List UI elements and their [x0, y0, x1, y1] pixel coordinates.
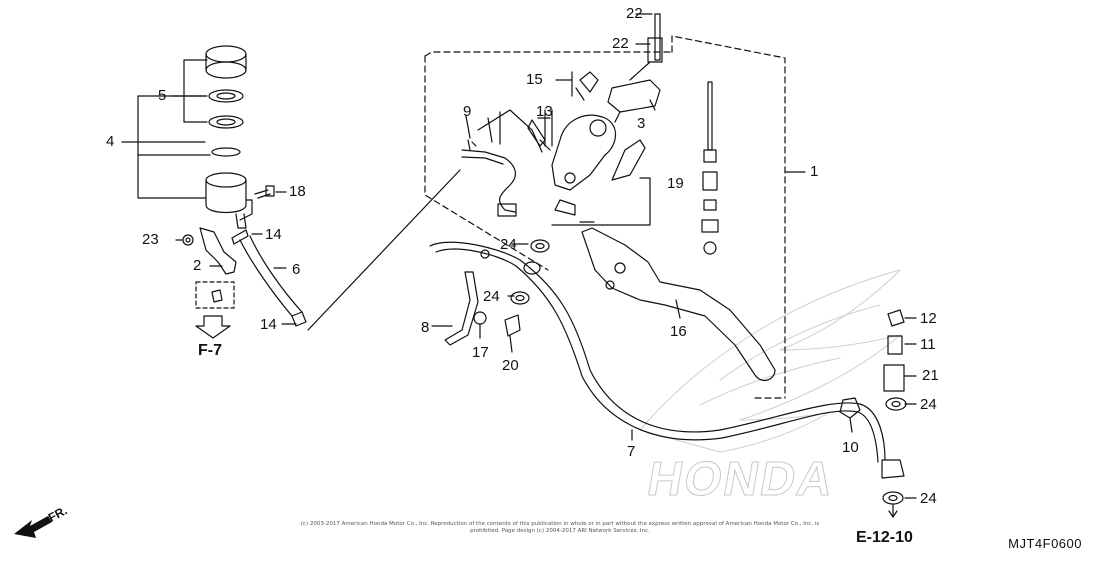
bracket-4	[137, 95, 206, 199]
ref-f7: F-7	[198, 342, 222, 359]
callout-24-middle: 24	[483, 288, 500, 305]
front-direction-arrow	[14, 516, 52, 538]
callout-11: 11	[920, 336, 936, 353]
callout-4: 4	[106, 133, 115, 150]
bolt-18	[254, 189, 271, 199]
callout-23: 23	[142, 231, 159, 248]
callout-1: 1	[810, 163, 819, 180]
callout-22-lower: 22	[612, 35, 629, 52]
callout-8: 8	[421, 319, 430, 336]
callout-22-top: 22	[626, 5, 643, 22]
callout-21: 21	[922, 367, 939, 384]
callout-17: 17	[472, 344, 489, 361]
bleeder-parts	[881, 309, 907, 518]
callout-13: 13	[536, 103, 553, 120]
callout-24-right: 24	[920, 396, 937, 413]
callout-5: 5	[158, 87, 167, 104]
callout-12: 12	[920, 310, 937, 327]
callout-3: 3	[637, 115, 646, 132]
pushrod-assembly	[701, 81, 719, 255]
reservoir-body	[205, 172, 253, 229]
callout-6: 6	[292, 261, 301, 278]
master-cylinder	[551, 79, 661, 216]
callout-15: 15	[526, 71, 543, 88]
reservoir-cap	[205, 45, 247, 157]
brake-switch	[461, 115, 517, 217]
callout-19: 19	[667, 175, 684, 192]
callout-18: 18	[289, 183, 306, 200]
callout-24-upper: 24	[500, 236, 517, 253]
brake-lever	[581, 227, 776, 382]
callout-10: 10	[842, 439, 859, 456]
hose-bracket	[444, 271, 479, 346]
callout-7: 7	[627, 443, 636, 460]
callout-24-bottom: 24	[920, 490, 937, 507]
f7-arrow	[195, 315, 231, 339]
callout-14-bottom: 14	[260, 316, 277, 333]
callout-14-top: 14	[265, 226, 282, 243]
reservoir-bracket	[199, 227, 237, 275]
assembly-outline	[424, 35, 786, 399]
copyright-notice: (c) 2003-2017 American Honda Motor Co., …	[300, 521, 820, 534]
diagram-code: MJT4F0600	[1008, 536, 1082, 551]
ref-e-12-10: E-12-10	[856, 529, 913, 546]
callout-2: 2	[193, 257, 202, 274]
honda-watermark-text: HONDA	[643, 453, 839, 507]
callout-16: 16	[670, 323, 687, 340]
reservoir-hose	[239, 239, 293, 317]
brake-hose	[429, 241, 886, 463]
callout-20: 20	[502, 357, 519, 374]
callout-9: 9	[463, 103, 472, 120]
